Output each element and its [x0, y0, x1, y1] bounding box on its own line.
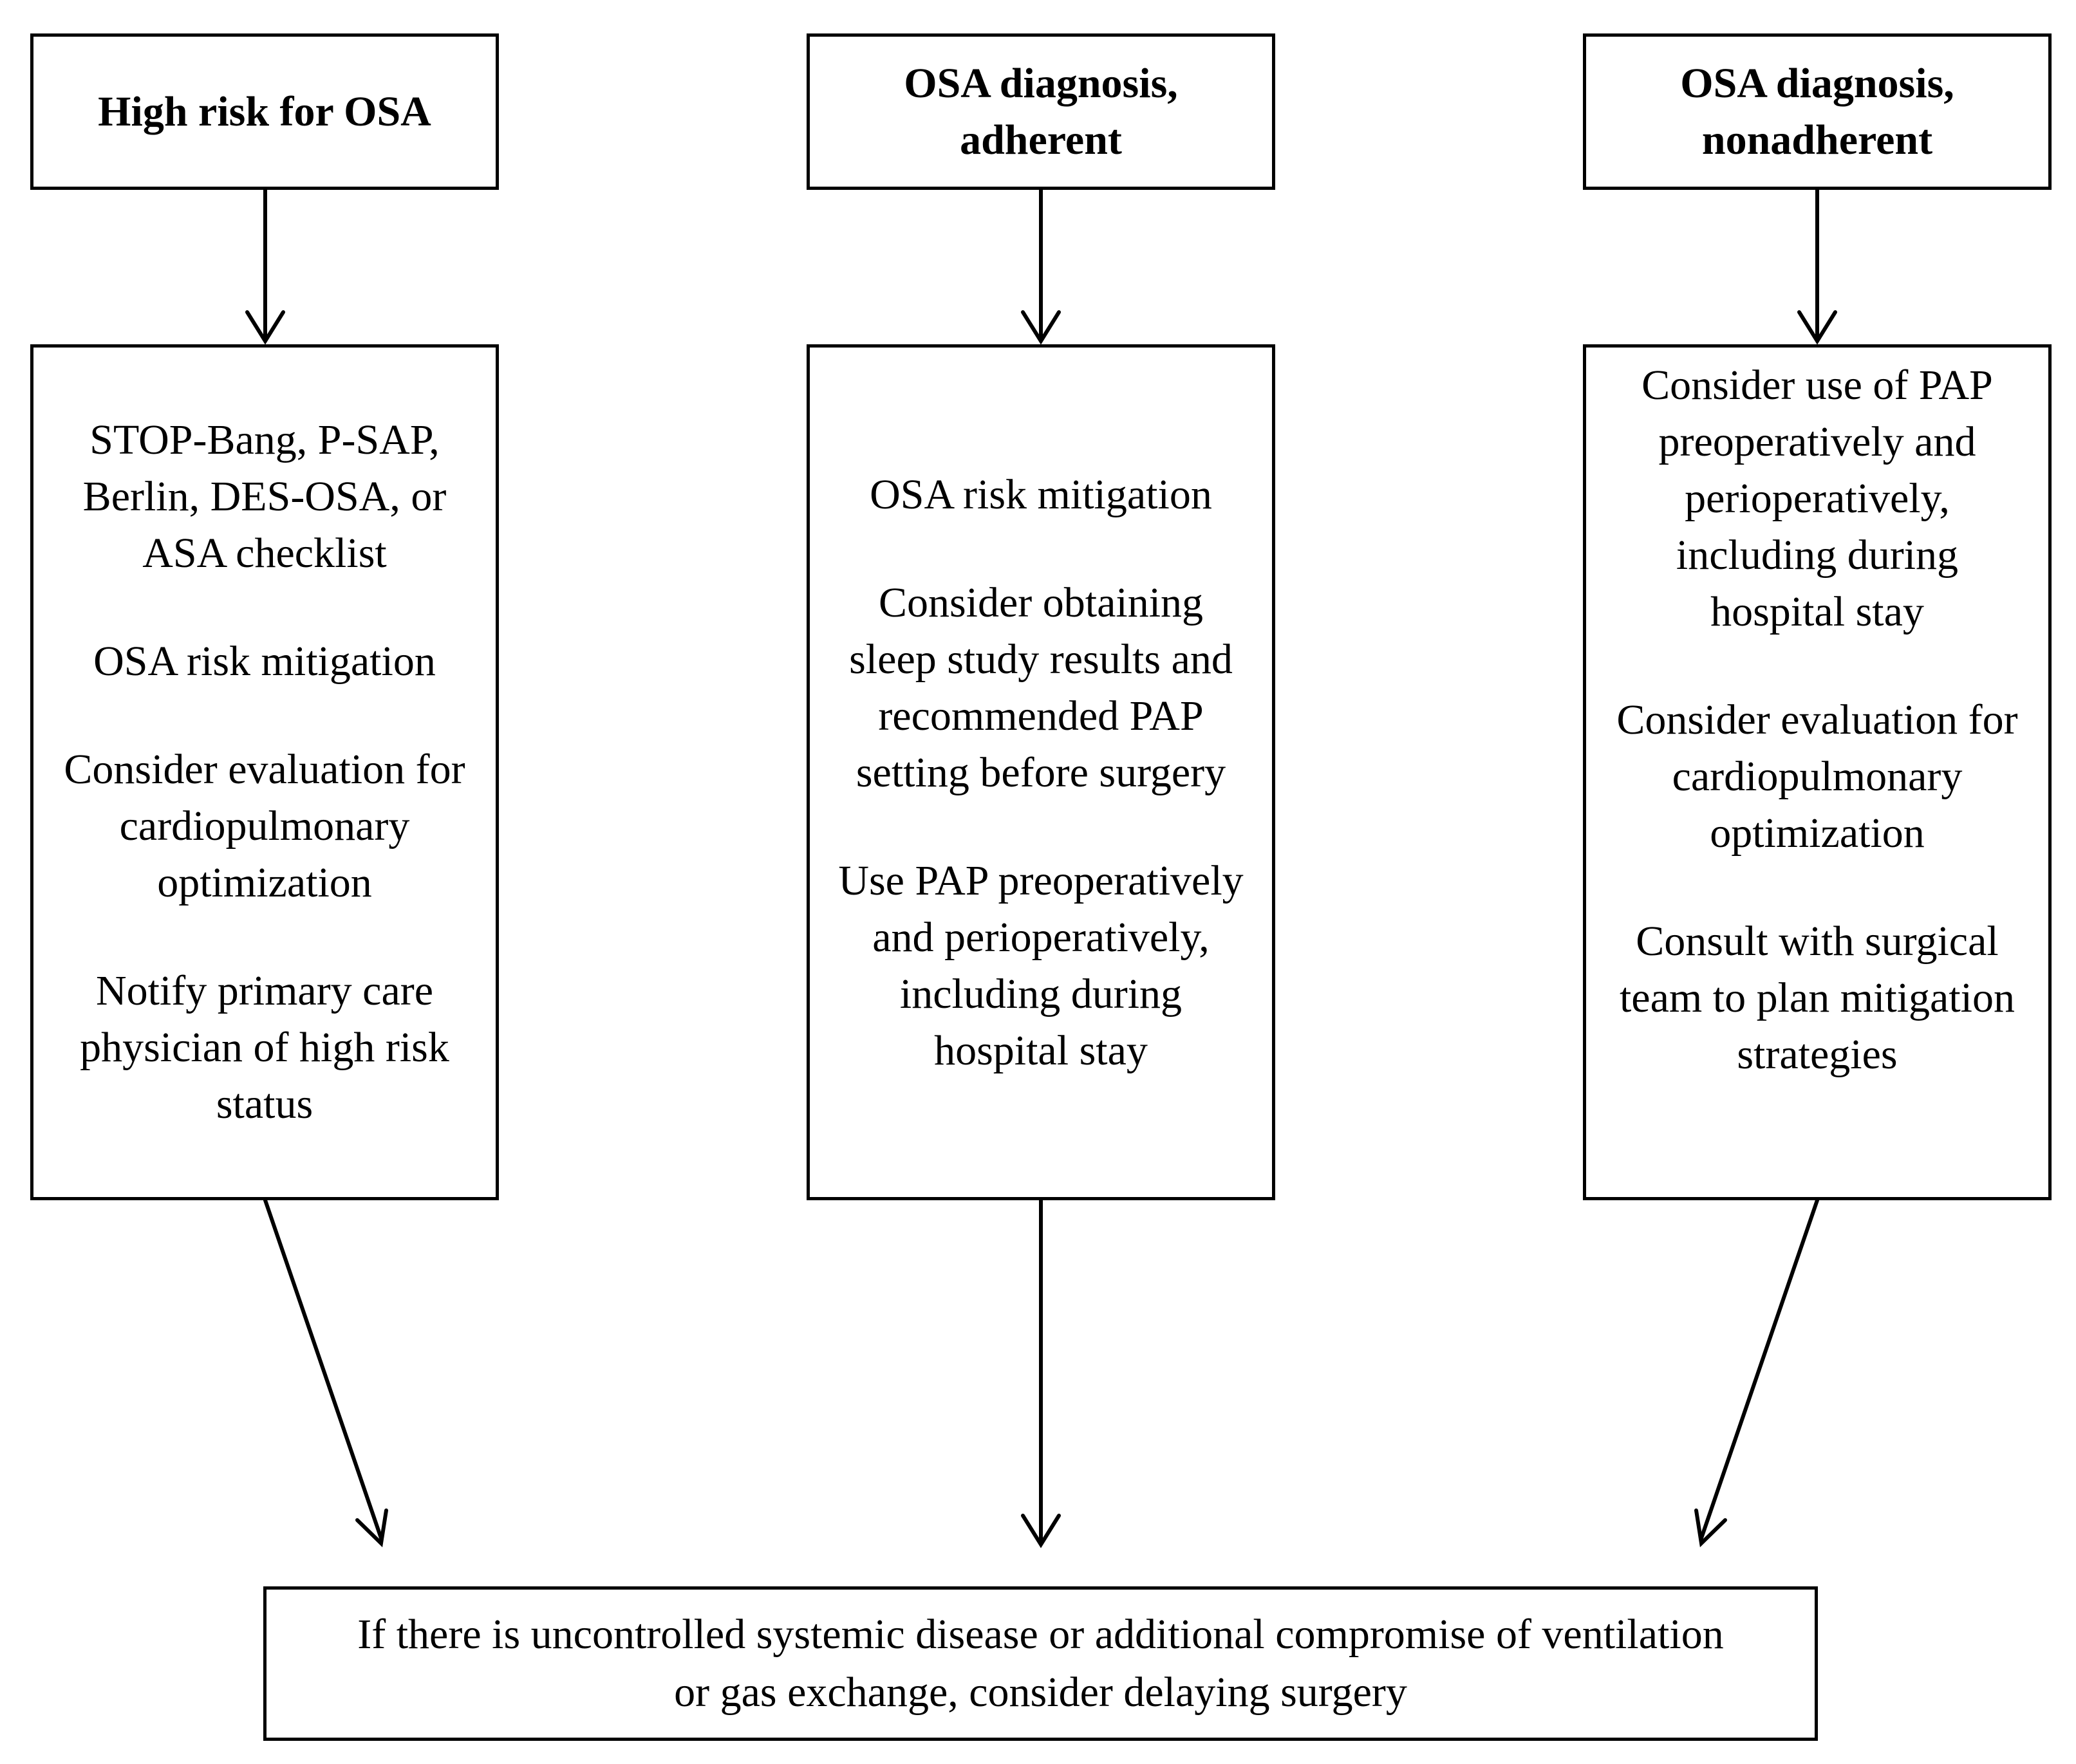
delay-surgery-line-1: If there is uncontrolled systemic diseas…: [357, 1611, 1724, 1658]
adherent-header-line-2: adherent: [960, 116, 1122, 163]
nonadherent-header-box: OSA diagnosis, nonadherent: [1583, 33, 2052, 190]
consult-surgical-team-item: Consult with surgical team to plan mitig…: [1619, 918, 2015, 1078]
arrow-high-risk-to-bottom: [263, 1198, 388, 1548]
risk-mitigation-item: OSA risk mitigation: [93, 638, 436, 685]
notify-physician-item: Notify primary care physician of high ri…: [80, 967, 449, 1128]
nonadherent-header-line-2: nonadherent: [1701, 116, 1933, 163]
high-risk-header-box: High risk for OSA: [30, 33, 499, 190]
adherent-content-box: OSA risk mitigation Consider obtaining s…: [807, 344, 1275, 1200]
cardiopulmonary-evaluation-item: Consider evaluation for cardiopulmonary …: [1616, 696, 2018, 857]
arrow-adherent-to-bottom: [1021, 1198, 1061, 1548]
arrow-adherent-header-to-content: [1021, 188, 1061, 345]
nonadherent-header-line-1: OSA diagnosis,: [1680, 59, 1954, 107]
adherent-header-line-1: OSA diagnosis,: [904, 59, 1178, 107]
screening-tools-item: STOP-Bang, P-SAP, Berlin, DES-OSA, or AS…: [82, 416, 447, 577]
high-risk-header-line-1: High risk for OSA: [98, 88, 431, 135]
nonadherent-content-box: Consider use of PAP preoperatively and p…: [1583, 344, 2052, 1200]
arrow-high-risk-header-to-content: [245, 188, 285, 345]
delay-surgery-line-2: or gas exchange, consider delaying surge…: [674, 1669, 1407, 1716]
sleep-study-item: Consider obtaining sleep study results a…: [849, 579, 1233, 796]
arrow-nonadherent-header-to-content: [1797, 188, 1837, 345]
risk-mitigation-item: OSA risk mitigation: [870, 471, 1212, 518]
high-risk-content-box: STOP-Bang, P-SAP, Berlin, DES-OSA, or AS…: [30, 344, 499, 1200]
cardiopulmonary-evaluation-item: Consider evaluation for cardiopulmonary …: [64, 746, 465, 906]
use-pap-item: Use PAP preoperatively and perioperative…: [838, 857, 1244, 1074]
adherent-header-box: OSA diagnosis, adherent: [807, 33, 1275, 190]
consider-pap-item: Consider use of PAP preoperatively and p…: [1641, 362, 1993, 635]
delay-surgery-box: If there is uncontrolled systemic diseas…: [263, 1586, 1818, 1741]
arrow-nonadherent-to-bottom: [1694, 1198, 1819, 1548]
